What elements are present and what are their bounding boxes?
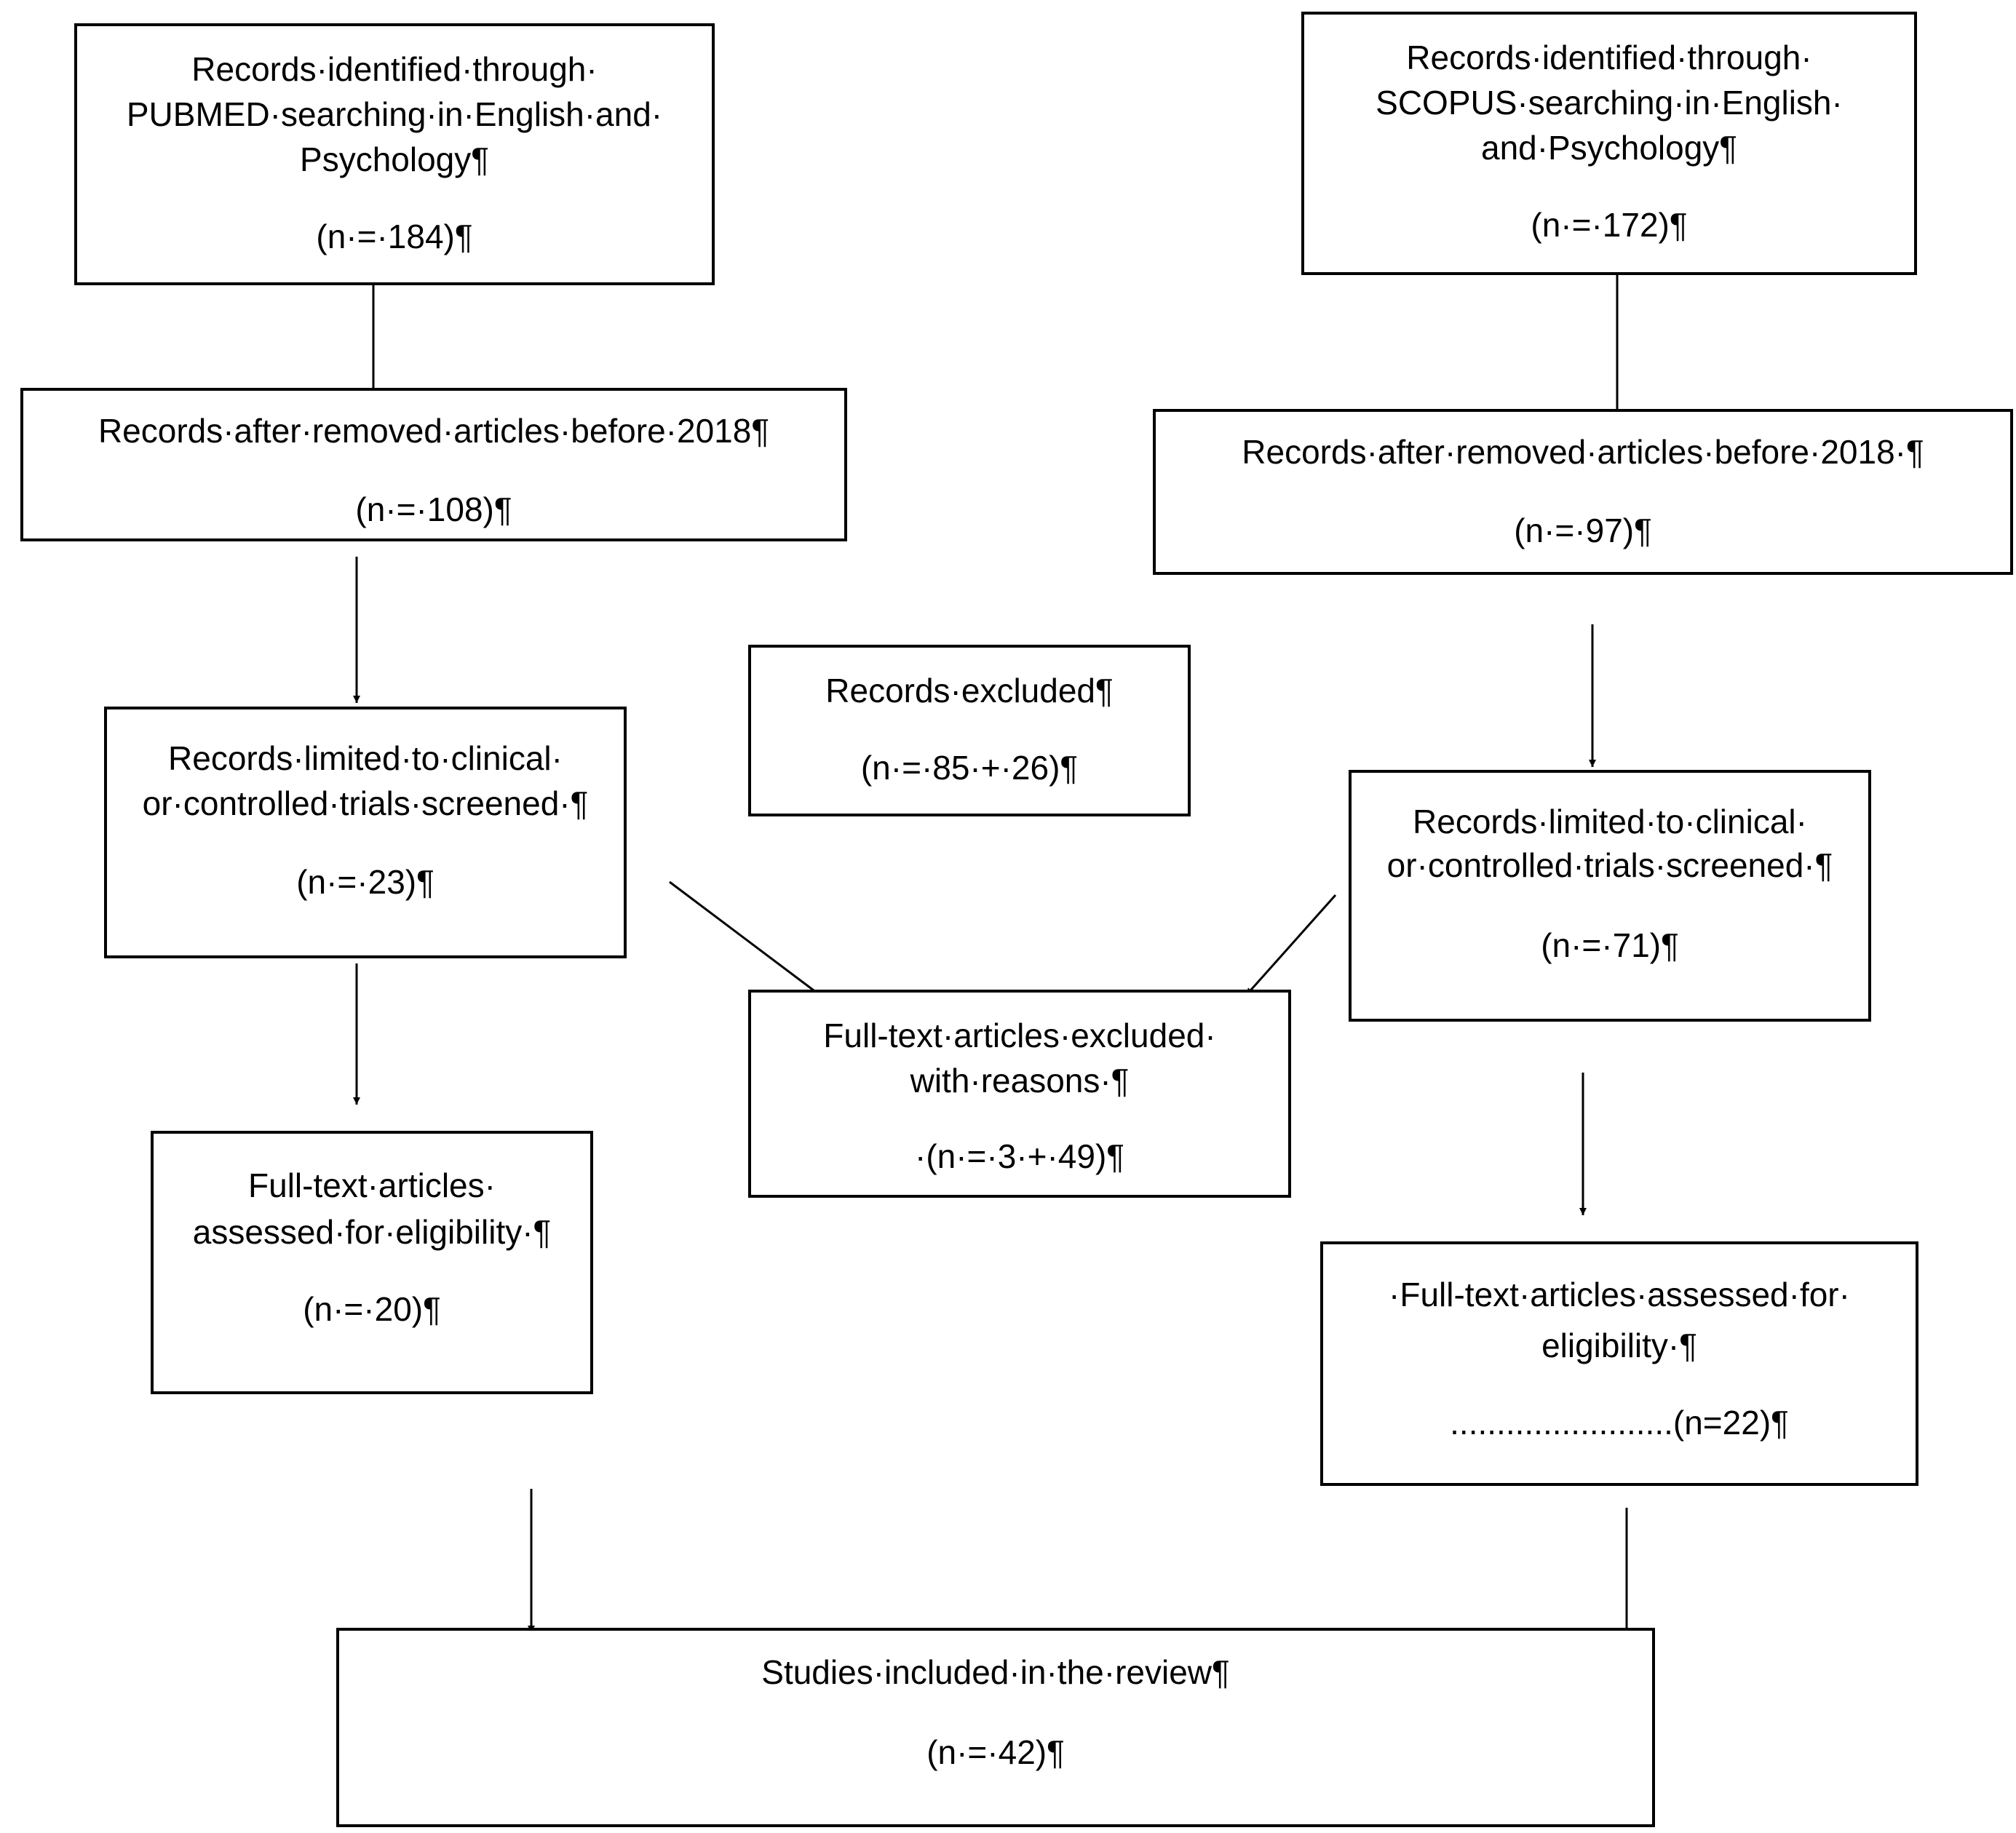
scopus-after-removed-count: (n·=·97)¶	[1514, 512, 1652, 549]
scopus-identified-box: Records·identified·through· SCOPUS·searc…	[1301, 12, 1917, 275]
arrow-pubmed-screened-to-fulltext-excluded	[669, 880, 823, 998]
scopus-identified-line2: SCOPUS·searching·in·English·	[1376, 84, 1843, 122]
scopus-identified-count: (n·=·172)¶	[1531, 206, 1688, 244]
pubmed-after-removed-count: (n·=·108)¶	[355, 490, 512, 528]
pubmed-screened-count: (n·=·23)¶	[296, 863, 434, 901]
pubmed-assessed-count: (n·=·20)¶	[303, 1290, 441, 1328]
scopus-identified-line3: and·Psychology¶	[1480, 129, 1737, 167]
scopus-screened-box: Records·limited·to·clinical· or·controll…	[1349, 770, 1871, 1022]
pubmed-screened-line2: or·controlled·trials·screened·¶	[142, 784, 589, 822]
pubmed-identified-box: Records·identified·through· PUBMED·searc…	[74, 23, 715, 285]
pubmed-after-removed-label: Records·after·removed·articles·before·20…	[98, 412, 770, 450]
studies-included-label: Studies·included·in·the·review¶	[761, 1653, 1230, 1691]
records-excluded-box: Records·excluded¶ (n·=·85·+·26)¶	[748, 645, 1191, 816]
scopus-assessed-count: ........................(n=22)¶	[1450, 1404, 1789, 1442]
fulltext-excluded-line1: Full-text·articles·excluded·	[823, 1017, 1216, 1054]
pubmed-assessed-line2: assessed·for·eligibility·¶	[192, 1213, 552, 1251]
scopus-assessed-box: ·Full-text·articles·assessed·for· eligib…	[1320, 1241, 1918, 1486]
fulltext-excluded-count: ·(n·=·3·+·49)¶	[915, 1137, 1124, 1175]
pubmed-assessed-line1: Full-text·articles·	[248, 1166, 496, 1204]
scopus-assessed-line2: eligibility·¶	[1541, 1327, 1697, 1364]
fulltext-excluded-box: Full-text·articles·excluded· with·reason…	[748, 990, 1291, 1198]
pubmed-screened-line1: Records·limited·to·clinical·	[168, 739, 563, 777]
records-excluded-label: Records·excluded¶	[825, 672, 1114, 709]
pubmed-identified-line2: PUBMED·searching·in·English·and·	[126, 95, 663, 133]
pubmed-after-removed-box: Records·after·removed·articles·before·20…	[20, 388, 847, 541]
fulltext-excluded-line2: with·reasons·¶	[910, 1062, 1130, 1100]
studies-included-box: Studies·included·in·the·review¶ (n·=·42)…	[336, 1628, 1655, 1827]
arrow-scopus-screened-to-fulltext-excluded	[1245, 894, 1337, 996]
scopus-screened-line2: or·controlled·trials·screened·¶	[1386, 846, 1833, 884]
pubmed-screened-box: Records·limited·to·clinical· or·controll…	[104, 707, 627, 958]
pubmed-identified-line3: Psychology¶	[300, 140, 489, 178]
pubmed-identified-count: (n·=·184)¶	[316, 218, 473, 255]
scopus-after-removed-box: Records·after·removed·articles·before·20…	[1153, 409, 2013, 575]
scopus-screened-line1: Records·limited·to·clinical·	[1413, 803, 1807, 840]
scopus-identified-line1: Records·identified·through·	[1406, 39, 1812, 76]
scopus-assessed-line1: ·Full-text·articles·assessed·for·	[1389, 1276, 1850, 1313]
studies-included-count: (n·=·42)¶	[926, 1733, 1065, 1771]
scopus-after-removed-label: Records·after·removed·articles·before·20…	[1242, 433, 1924, 471]
pubmed-assessed-box: Full-text·articles· assessed·for·eligibi…	[151, 1131, 593, 1394]
records-excluded-count: (n·=·85·+·26)¶	[860, 749, 1079, 787]
scopus-screened-count: (n·=·71)¶	[1541, 926, 1679, 964]
pubmed-identified-line1: Records·identified·through·	[191, 50, 598, 88]
